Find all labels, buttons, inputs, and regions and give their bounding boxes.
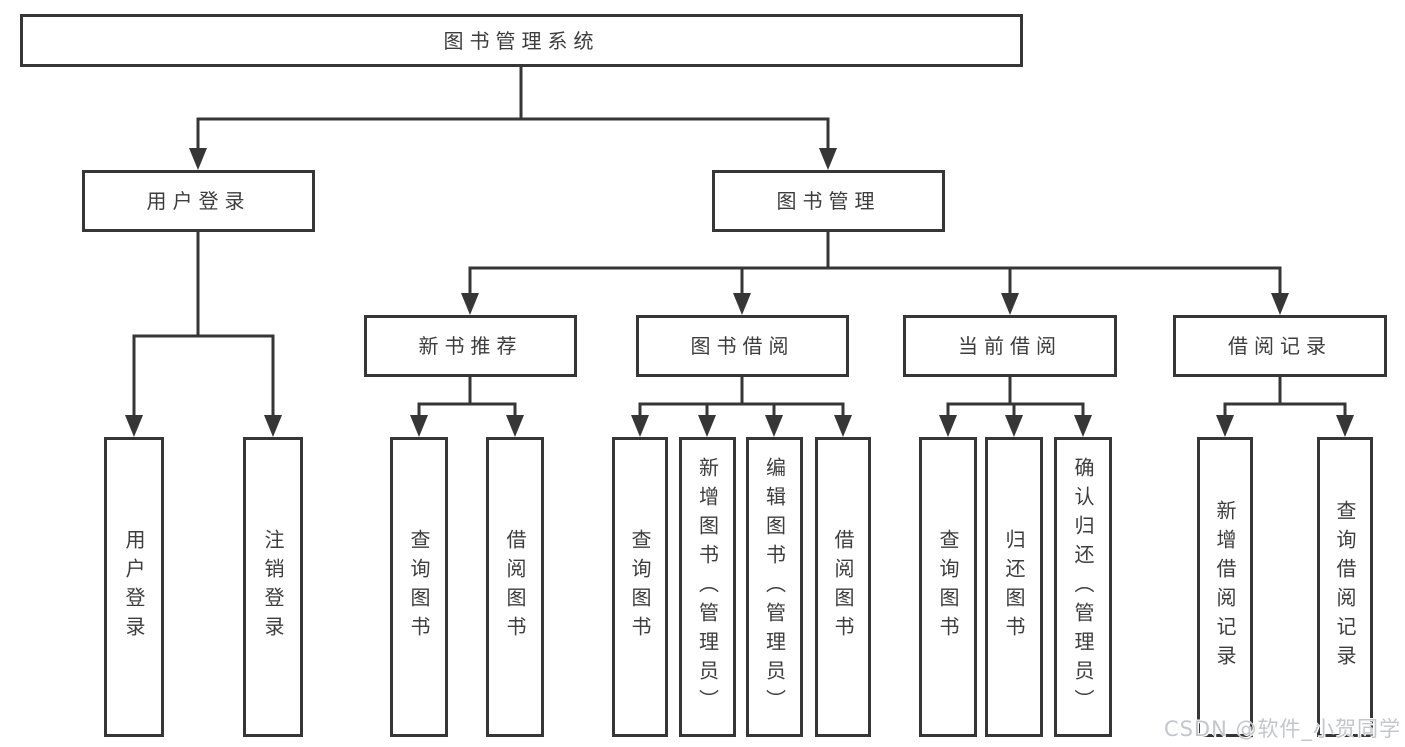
leaf-borrow-books-borrowing: 借阅图书 xyxy=(815,437,871,737)
node-library-management-system: 图书管理系统 xyxy=(20,14,1023,67)
leaf-add-borrow-record: 新增借阅记录 xyxy=(1197,437,1253,737)
node-book-management: 图书管理 xyxy=(712,170,945,232)
node-book-borrowing: 图书借阅 xyxy=(636,315,849,377)
node-borrowing-records: 借阅记录 xyxy=(1173,315,1387,377)
leaf-user-login: 用户登录 xyxy=(104,437,164,737)
leaf-add-books-admin: 新增图书（管理员） xyxy=(679,437,736,737)
leaf-edit-books-admin: 编辑图书（管理员） xyxy=(746,437,803,737)
leaf-query-borrow-record: 查询借阅记录 xyxy=(1317,437,1373,737)
leaf-logout: 注销登录 xyxy=(243,437,303,737)
watermark: CSDN @软件_小贺同学 xyxy=(1163,717,1401,741)
leaf-confirm-return-admin: 确认归还（管理员） xyxy=(1054,437,1112,737)
node-new-book-recommendation: 新书推荐 xyxy=(364,315,577,377)
node-current-borrowing: 当前借阅 xyxy=(903,315,1117,377)
leaf-query-books-recommend: 查询图书 xyxy=(390,437,448,737)
leaf-return-books: 归还图书 xyxy=(985,437,1043,737)
leaf-borrow-books-recommend: 借阅图书 xyxy=(486,437,544,737)
node-user-login: 用户登录 xyxy=(82,170,315,232)
leaf-query-books-current: 查询图书 xyxy=(919,437,977,737)
leaf-query-books-borrowing: 查询图书 xyxy=(612,437,668,737)
